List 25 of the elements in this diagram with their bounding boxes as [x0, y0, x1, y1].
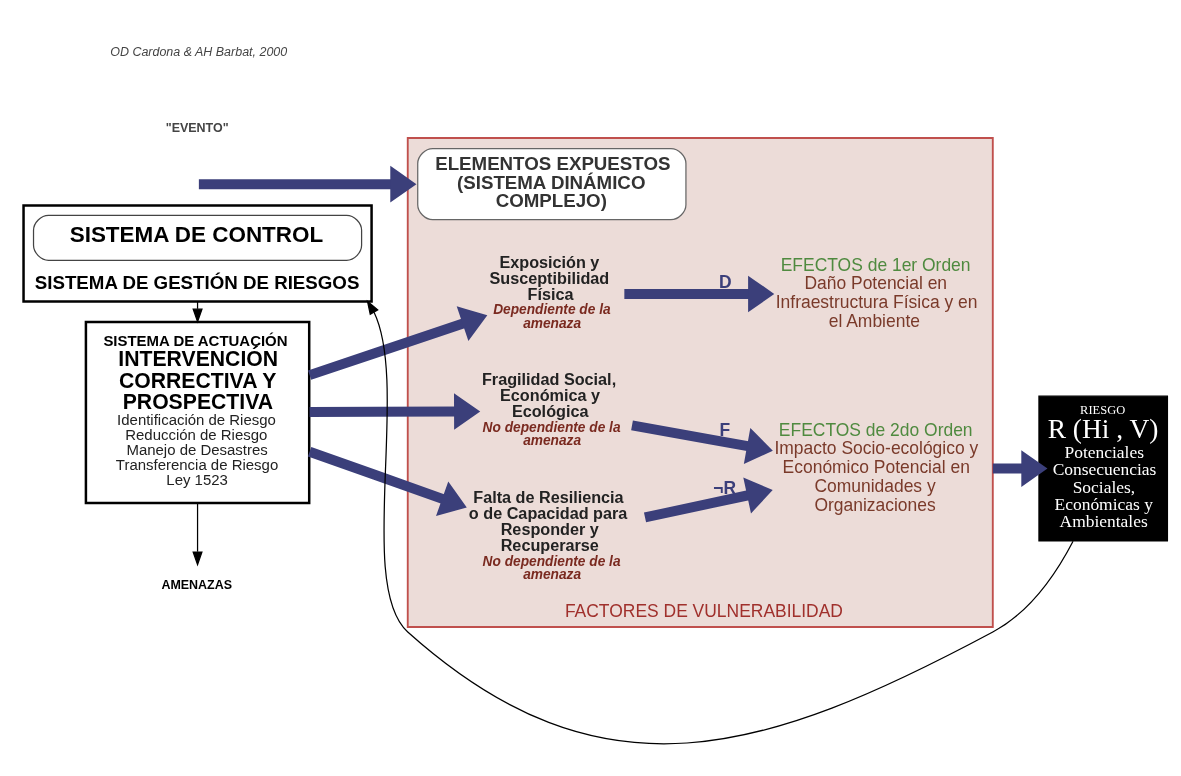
node-text: EFECTOS de 2do Orden Impacto Socio-ecológico y Económico Potencial en Comunidades y Organizaciones [774, 419, 979, 515]
node-box: SISTEMA DE ACTUACIÓN INTERVENCIÓN CORRECTIVA Y PROSPECTIVA Identificación de Riesgo Reducción de Riesgo Manejo de Desastres Transferencia de Riesgo Ley 1523 [84, 320, 311, 505]
node-box: RIESGO R (Hi , V) Potenciales Consecuencias Sociales, Económicas y Ambientales [1038, 395, 1169, 542]
edge-label: F [719, 420, 731, 441]
arrow [308, 306, 488, 380]
arrow [624, 275, 775, 313]
node-box: SISTEMA DE CONTROL [32, 214, 363, 261]
node-text: AMENAZAS [161, 577, 233, 592]
label: "EVENTO" [165, 121, 229, 136]
node-text: EFECTOS de 1er Orden Daño Potencial en Infraestructura Física y en el Ambiente [775, 254, 978, 331]
node-box: ELEMENTOS EXPUESTOS (SISTEMA DINÁMICO COMPLEJO) [417, 148, 687, 221]
arrow [643, 477, 773, 523]
arrow [309, 393, 481, 430]
label: OD Cardona & AH Barbat, 2000 [110, 45, 288, 60]
arrow [366, 299, 1074, 744]
arrow [192, 502, 203, 567]
node-text: Fragilidad Social, Económica y Ecológica No dependiente de la amenaza [481, 369, 621, 449]
arrow [631, 420, 773, 465]
node-text: Exposición y Susceptibilidad Física Dependiente de la amenaza [489, 252, 611, 331]
arrow [307, 447, 467, 516]
arrow [992, 450, 1048, 487]
edge-label: D [718, 271, 732, 292]
node-text: Falta de Resiliencia o de Capacidad para Responder y Recuperarse No dependiente de la amenaza [468, 487, 628, 583]
edge-label: ¬R [713, 477, 737, 498]
arrow [198, 165, 417, 203]
